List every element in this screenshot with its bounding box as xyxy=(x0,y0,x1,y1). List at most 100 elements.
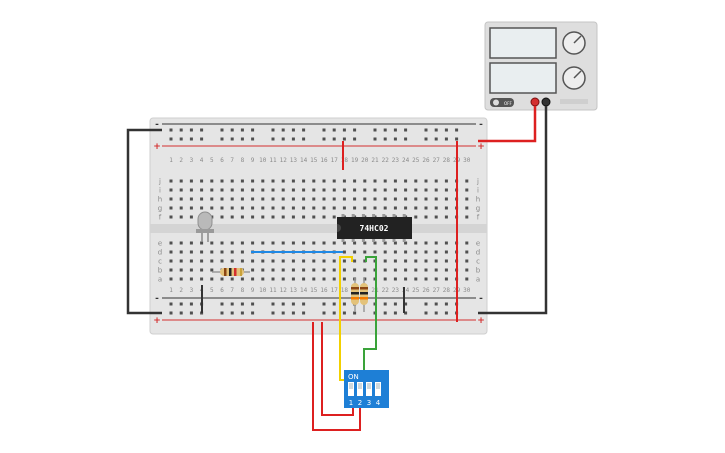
breadboard-hole[interactable] xyxy=(189,206,193,210)
breadboard-hole[interactable] xyxy=(179,277,183,281)
breadboard-hole[interactable] xyxy=(189,250,193,254)
breadboard-hole[interactable] xyxy=(363,241,367,245)
rail-hole[interactable] xyxy=(200,137,204,141)
breadboard-hole[interactable] xyxy=(444,188,448,192)
breadboard-hole[interactable] xyxy=(251,268,255,272)
breadboard-hole[interactable] xyxy=(169,206,173,210)
breadboard-hole[interactable] xyxy=(465,241,469,245)
wire-red-dip-2[interactable] xyxy=(312,322,361,431)
breadboard-hole[interactable] xyxy=(332,188,336,192)
breadboard-hole[interactable] xyxy=(312,179,316,183)
breadboard-hole[interactable] xyxy=(434,241,438,245)
breadboard-hole[interactable] xyxy=(189,188,193,192)
rail-hole[interactable] xyxy=(230,137,234,141)
power-supply[interactable]: OFF xyxy=(484,21,598,111)
breadboard-hole[interactable] xyxy=(332,241,336,245)
rail-hole[interactable] xyxy=(220,137,224,141)
breadboard-hole[interactable] xyxy=(353,250,357,254)
breadboard-hole[interactable] xyxy=(189,197,193,201)
breadboard-hole[interactable] xyxy=(414,250,418,254)
breadboard-hole[interactable] xyxy=(251,259,255,263)
rail-hole[interactable] xyxy=(189,137,193,141)
breadboard-hole[interactable] xyxy=(424,179,428,183)
breadboard-hole[interactable] xyxy=(363,188,367,192)
breadboard-hole[interactable] xyxy=(465,250,469,254)
breadboard-hole[interactable] xyxy=(444,241,448,245)
breadboard-hole[interactable] xyxy=(404,250,408,254)
breadboard-hole[interactable] xyxy=(434,197,438,201)
rail-hole[interactable] xyxy=(455,137,459,141)
breadboard-hole[interactable] xyxy=(404,179,408,183)
rail-hole[interactable] xyxy=(404,128,408,132)
breadboard-hole[interactable] xyxy=(393,268,397,272)
breadboard-hole[interactable] xyxy=(251,188,255,192)
breadboard-hole[interactable] xyxy=(302,206,306,210)
breadboard-hole[interactable] xyxy=(322,259,326,263)
breadboard-hole[interactable] xyxy=(210,206,214,210)
rail-hole[interactable] xyxy=(393,311,397,315)
breadboard-hole[interactable] xyxy=(291,206,295,210)
breadboard-hole[interactable] xyxy=(169,250,173,254)
breadboard-hole[interactable] xyxy=(302,179,306,183)
breadboard-hole[interactable] xyxy=(353,206,357,210)
breadboard-hole[interactable] xyxy=(424,277,428,281)
rail-hole[interactable] xyxy=(434,137,438,141)
breadboard-hole[interactable] xyxy=(383,259,387,263)
breadboard-hole[interactable] xyxy=(251,215,255,219)
breadboard-hole[interactable] xyxy=(312,241,316,245)
rail-hole[interactable] xyxy=(271,128,275,132)
breadboard-hole[interactable] xyxy=(383,241,387,245)
breadboard-hole[interactable] xyxy=(220,197,224,201)
breadboard-hole[interactable] xyxy=(200,179,204,183)
breadboard-hole[interactable] xyxy=(393,259,397,263)
breadboard-hole[interactable] xyxy=(404,268,408,272)
breadboard-hole[interactable] xyxy=(332,277,336,281)
breadboard-hole[interactable] xyxy=(271,206,275,210)
breadboard-hole[interactable] xyxy=(424,206,428,210)
rail-hole[interactable] xyxy=(383,128,387,132)
breadboard-hole[interactable] xyxy=(332,206,336,210)
breadboard-hole[interactable] xyxy=(342,188,346,192)
breadboard-hole[interactable] xyxy=(230,250,234,254)
wire-red-supply[interactable] xyxy=(478,106,537,143)
rail-hole[interactable] xyxy=(434,311,438,315)
breadboard-hole[interactable] xyxy=(169,188,173,192)
rail-hole[interactable] xyxy=(271,302,275,306)
breadboard-hole[interactable] xyxy=(169,259,173,263)
breadboard-hole[interactable] xyxy=(373,179,377,183)
breadboard-hole[interactable] xyxy=(179,188,183,192)
rail-hole[interactable] xyxy=(444,137,448,141)
breadboard-hole[interactable] xyxy=(281,268,285,272)
rail-hole[interactable] xyxy=(281,137,285,141)
breadboard-hole[interactable] xyxy=(189,215,193,219)
breadboard-hole[interactable] xyxy=(312,259,316,263)
breadboard-hole[interactable] xyxy=(169,277,173,281)
breadboard-hole[interactable] xyxy=(302,259,306,263)
breadboard-hole[interactable] xyxy=(200,188,204,192)
rail-hole[interactable] xyxy=(424,311,428,315)
rail-hole[interactable] xyxy=(393,302,397,306)
breadboard-hole[interactable] xyxy=(322,197,326,201)
rail-hole[interactable] xyxy=(179,137,183,141)
breadboard-hole[interactable] xyxy=(169,215,173,219)
rail-hole[interactable] xyxy=(373,128,377,132)
breadboard-hole[interactable] xyxy=(200,250,204,254)
breadboard-hole[interactable] xyxy=(383,250,387,254)
breadboard-hole[interactable] xyxy=(220,259,224,263)
led[interactable] xyxy=(196,211,214,242)
breadboard-hole[interactable] xyxy=(363,277,367,281)
rail-hole[interactable] xyxy=(353,128,357,132)
breadboard-hole[interactable] xyxy=(332,215,336,219)
rail-hole[interactable] xyxy=(373,137,377,141)
rail-hole[interactable] xyxy=(424,128,428,132)
breadboard-hole[interactable] xyxy=(424,241,428,245)
rail-hole[interactable] xyxy=(404,302,408,306)
breadboard-hole[interactable] xyxy=(200,241,204,245)
breadboard-hole[interactable] xyxy=(444,179,448,183)
breadboard-hole[interactable] xyxy=(189,179,193,183)
breadboard-hole[interactable] xyxy=(210,179,214,183)
rail-hole[interactable] xyxy=(179,311,183,315)
rail-hole[interactable] xyxy=(322,311,326,315)
breadboard-hole[interactable] xyxy=(342,179,346,183)
